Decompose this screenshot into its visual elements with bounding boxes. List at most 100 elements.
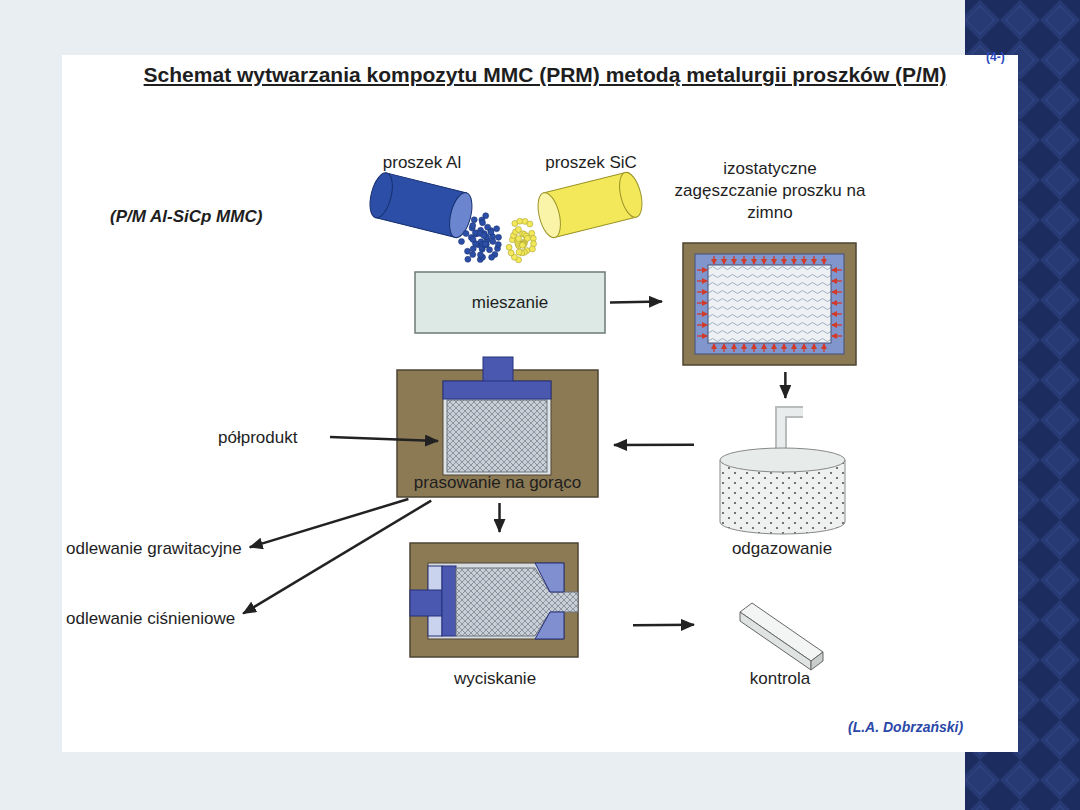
bar-side [740, 612, 811, 670]
sic-particle [520, 242, 526, 248]
annotation: półprodukt [218, 427, 297, 449]
flow-arrow [610, 300, 662, 303]
pressure-arrow [743, 256, 744, 264]
annotation: (L.A. Dobrzański) [848, 718, 963, 736]
flow-arrow [614, 444, 694, 447]
flow-arrow [784, 372, 787, 398]
pressure-arrow [832, 302, 842, 303]
pressure-arrow [713, 344, 714, 352]
extrusion-press [410, 543, 578, 657]
pressure-arrow [713, 256, 714, 264]
pressure-arrow [832, 313, 842, 314]
pressure-arrow [697, 335, 707, 336]
pressure-arrow [832, 335, 842, 336]
pressure-arrow [832, 291, 842, 292]
press-cavity [443, 381, 551, 475]
pressure-arrow [697, 280, 707, 281]
al-particle [483, 241, 489, 247]
sic-particle [516, 236, 522, 242]
al-particle [496, 234, 502, 240]
flow-arrow [243, 501, 431, 614]
pressure-arrow [697, 313, 707, 314]
pressure-arrow [793, 256, 794, 264]
al-particle [471, 217, 477, 223]
pressure-arrow [823, 344, 824, 352]
al-particle [458, 238, 464, 244]
pressure-arrow [832, 269, 842, 270]
step-label: izostatyczne zagęszczanie proszku na zim… [674, 158, 866, 224]
bar-end [811, 652, 823, 670]
al-particle [480, 220, 486, 226]
process-step: odlewanie ciśnieniowe [66, 607, 238, 631]
annotation: (P/M Al-SiCp MMC) [110, 206, 262, 228]
al-particle [465, 256, 471, 262]
pressure-arrow [697, 324, 707, 325]
pressure-arrow [813, 256, 814, 264]
pressure-arrow [803, 344, 804, 352]
pressure-medium [695, 254, 844, 354]
hot-press [397, 370, 598, 497]
step-label: mieszanie [472, 292, 549, 314]
al-particle [494, 226, 500, 232]
al-particle [481, 233, 487, 239]
pressure-arrow [793, 344, 794, 352]
pressure-arrow [783, 344, 784, 352]
pressure-arrow [832, 280, 842, 281]
al-particle [465, 248, 471, 254]
ram [410, 590, 442, 616]
al-particle [489, 254, 495, 260]
pressure-arrow [832, 324, 842, 325]
process-step: prasowanie na gorąco [397, 370, 598, 497]
sic-container [534, 170, 646, 240]
bar-top [740, 603, 823, 661]
pressure-arrow [697, 302, 707, 303]
al-particle [490, 238, 496, 244]
pressure-arrow [753, 344, 754, 352]
pressure-arrow [753, 256, 754, 264]
process-step: odgazowanie [712, 400, 852, 560]
process-step: izostatyczne zagęszczanie proszku na zim… [674, 158, 866, 367]
flow-arrow [498, 503, 501, 532]
pressure-arrow [773, 344, 774, 352]
powder-compact [708, 265, 831, 343]
process-step: wyciskanie [405, 540, 585, 690]
al-particle [483, 213, 489, 219]
flow-arrow [250, 499, 409, 547]
step-label: odlewanie grawitacyjne [66, 538, 242, 560]
process-step: mieszanie [415, 272, 605, 333]
sic-particle [529, 246, 535, 252]
al-particle [470, 236, 476, 242]
process-step: kontrola [720, 598, 840, 690]
pressure-arrow [763, 344, 764, 352]
al-particle [495, 242, 501, 248]
billet [447, 400, 547, 472]
al-particle [463, 231, 469, 237]
punch [443, 381, 551, 399]
punch-stem [483, 357, 513, 383]
sic-particle [527, 221, 533, 227]
pressure-arrow [733, 256, 734, 264]
al-particle [482, 241, 488, 247]
step-label: kontrola [750, 668, 810, 690]
process-step: odlewanie grawitacyjne [66, 537, 244, 561]
can-top [720, 448, 845, 472]
sic-particle [524, 235, 530, 241]
mixer-box [415, 272, 605, 333]
ram-head [442, 566, 456, 636]
al-particle [470, 222, 476, 228]
pressure-arrow [697, 269, 707, 270]
pressure-arrow [763, 256, 764, 264]
pressure-arrow [813, 344, 814, 352]
sic-particle [519, 242, 525, 248]
sic-particle [530, 235, 536, 241]
al-particle [477, 252, 483, 258]
pressure-arrow [773, 256, 774, 264]
al-particle [470, 252, 476, 258]
step-label: prasowanie na gorąco [414, 472, 581, 494]
pressure-arrow [723, 344, 724, 352]
pressure-arrow [743, 344, 744, 352]
pressure-arrows [697, 256, 842, 352]
